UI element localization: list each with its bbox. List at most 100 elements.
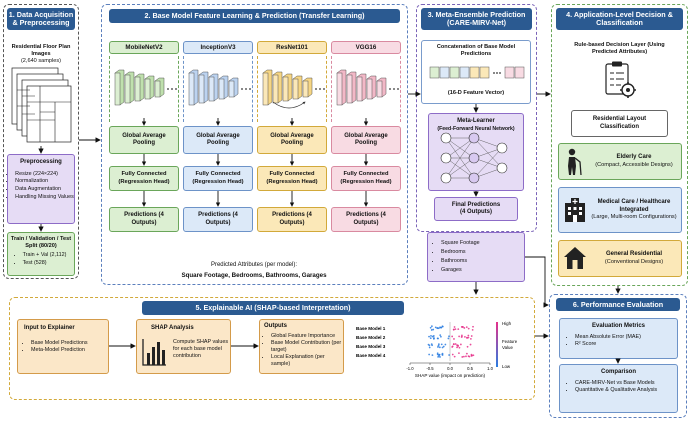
hospital-icon [565,198,585,222]
shap-point [440,343,443,346]
pred-box: Predictions (4 Outputs) [331,207,401,232]
preprocessing-box: Preprocessing Resize (224×224) Normaliza… [7,154,75,224]
shap-point [439,356,441,358]
xai-output-item: Base Model Contribution (per target) [271,340,343,354]
panel-evaluation [549,294,687,418]
x-tick-label: -0.5 [426,366,434,371]
class-title: Elderly Care [616,154,652,161]
shap-point [467,327,470,330]
shap-point [465,352,468,355]
shap-point [430,335,432,337]
panel-base-models [101,4,408,285]
metrics-title: Evaluation Metrics [591,323,645,329]
shap-point [448,335,450,338]
comp-item: CARE-MIRV-Net vs Base Models [575,380,657,388]
split-item: Test (528) [23,260,67,268]
metrics-box: Evaluation Metrics Mean Absolute Error (… [559,318,678,359]
class-desc: (Large, Multi-room Configurations) [591,214,677,220]
comp-item: Quantitative & Qualitative Analysis [575,387,657,395]
floor-plan-stack-icon [11,67,72,143]
model-backbone-0 [109,56,179,122]
shap-point [453,338,455,340]
shap-point [472,325,474,328]
preprocessing-title: Preprocessing [20,159,62,165]
comp-title: Comparison [600,369,636,375]
shap-point [428,335,430,338]
model-arrows [215,118,221,207]
shap-point [461,356,464,358]
shap-point [457,328,460,331]
shap-point [459,343,462,346]
colorbar-low: Low [502,364,511,369]
shap-point [458,335,461,338]
shap-point [438,353,440,356]
panel-5-title: 5. Explainable AI (SHAP-based Interpreta… [142,301,404,315]
shap-point [465,326,468,329]
cnn-layers-icon [336,69,399,106]
shap-point [454,328,457,330]
input-explainer-box: Input to Explainer Base Model Prediction… [17,319,109,374]
shap-point [430,329,433,331]
shap-point [442,345,445,348]
output-item: Bathrooms [441,257,480,266]
shap-point [430,325,433,328]
shap-point [461,334,463,337]
input-title: Input to Explainer [24,325,75,331]
panel-xai [9,297,535,400]
colorbar-high: High [502,321,512,326]
images-label: Residential Floor Plan Images [11,44,71,57]
model-arrows [141,118,147,207]
shap-point [428,344,431,347]
final-predictions-box: Final Predictions (4 Outputs) [434,197,518,221]
shap-point [458,352,460,354]
model-name-1: InceptionV3 [183,41,253,54]
vector-label: (16-D Feature Vector) [447,90,505,96]
class-title: General Residential [605,251,663,258]
shap-point [439,334,442,336]
outputs-title: Outputs [264,323,287,329]
shap-point [437,346,439,348]
shap-point [444,343,447,346]
shap-point [448,354,451,356]
class-desc: (Compact, Accessible Designs) [595,161,673,168]
shap-point [438,346,441,349]
pre-item: Resize (224×224) [15,171,74,179]
concat-title: Concatenation of Base Model Predictions [436,44,516,57]
panel-2-title: 2. Base Model Feature Learning & Predict… [109,9,400,23]
colorbar [496,322,498,367]
cnn-layers-icon [114,69,177,106]
model-backbone-2 [257,56,327,122]
outputs-box: Square Footage Bedrooms Bathrooms Garage… [427,232,525,282]
panel-3-title: 3. Meta-Ensemble Prediction (CARE-MIRV-N… [421,8,532,30]
shap-point [472,354,475,357]
shap-point [461,326,464,328]
shap-point [436,352,439,355]
fc-box: Fully Connected (Regression Head) [183,166,253,191]
model-backbone-1 [183,56,253,122]
shap-point [441,352,444,355]
xai-output-item: Local Explanation (per sample) [271,354,343,368]
shap-point [453,355,456,358]
gap-box: Global Average Pooling [183,126,253,154]
split-title: Train / Validation / Test Split (80/20) [10,236,72,249]
attr-line-1: Predicted Attributes (per model): [210,262,298,268]
shap-point [451,345,454,348]
pre-item: Normalization [15,178,74,186]
fc-box: Fully Connected (Regression Head) [331,166,401,191]
x-tick-label: 0.5 [467,366,473,371]
shap-point [466,337,468,339]
shap-point [432,337,435,340]
panel-application [551,4,688,286]
output-item: Garages [441,266,480,275]
model-name-0: MobileNetV2 [109,41,179,54]
shap-point [452,328,455,331]
shap-point [429,326,432,329]
gap-box: Global Average Pooling [257,126,327,154]
fc-box: Fully Connected (Regression Head) [257,166,327,191]
shap-point [431,354,434,357]
shap-point [437,343,440,346]
elderly-person-icon [568,148,582,176]
outputs-xai-box: Outputs Global Feature Importance Base M… [259,319,344,374]
shap-point [470,354,473,357]
